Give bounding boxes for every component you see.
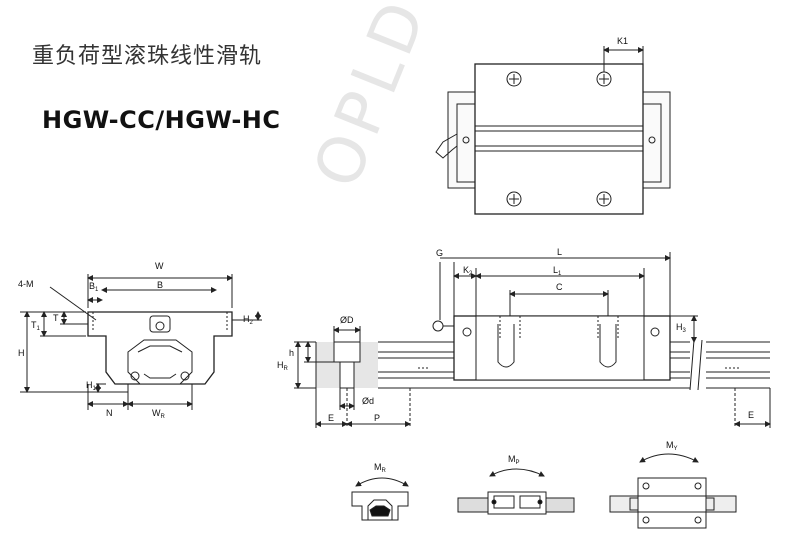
moment-my-diagram	[609, 453, 737, 529]
dim-l: L	[557, 247, 562, 257]
dim-c: C	[556, 282, 563, 292]
top-view-block	[474, 63, 644, 215]
grease-nipple-icon	[432, 320, 444, 332]
seal-icon	[149, 315, 171, 333]
dim-h3: H3	[676, 322, 687, 334]
dim-d: Ød	[362, 396, 374, 406]
ball-icon	[130, 371, 140, 381]
moment-mr-diagram	[351, 477, 409, 521]
dim-h2: H2	[243, 314, 254, 326]
dim-h: H	[18, 348, 25, 358]
dim-h-small: h	[289, 348, 294, 358]
break-line	[689, 339, 703, 391]
moment-my: MY	[666, 440, 678, 452]
dim-t: T	[53, 313, 59, 323]
dim-w: W	[155, 261, 164, 271]
dim-b: B	[157, 280, 163, 290]
dim-n: N	[106, 408, 113, 418]
dim-g: G	[436, 248, 443, 258]
dim-e: E	[328, 413, 334, 423]
side-view	[294, 252, 771, 428]
dim-b1: B1	[89, 281, 99, 293]
dim-k2: K2	[463, 265, 473, 277]
dim-od: ØD	[340, 315, 354, 325]
dim-l1: L1	[553, 265, 562, 277]
moment-mp-diagram	[457, 468, 575, 515]
moment-mp: MP	[508, 454, 520, 466]
dim-4m: 4-M	[18, 279, 34, 289]
dim-hr: HR	[277, 360, 289, 372]
front-view	[20, 274, 262, 410]
dim-p: P	[374, 413, 380, 423]
ball-icon	[180, 371, 190, 381]
dim-t1: T1	[31, 320, 41, 332]
mounting-hole-icon	[506, 191, 522, 207]
dim-h1: H1	[86, 380, 97, 392]
mounting-hole-icon	[506, 71, 522, 87]
mounting-hole-icon	[596, 191, 612, 207]
rail-outline	[127, 339, 193, 385]
model-name: HGW-CC/HGW-HC	[42, 106, 281, 134]
grease-nipple-icon	[435, 133, 458, 159]
dim-wr: WR	[152, 408, 166, 420]
dim-e-right: E	[748, 410, 754, 420]
page-title: 重负荷型滚珠线性滑轨	[32, 44, 263, 69]
moment-mr: MR	[374, 462, 387, 474]
dim-k1: K1	[617, 36, 628, 46]
top-view	[435, 46, 671, 215]
